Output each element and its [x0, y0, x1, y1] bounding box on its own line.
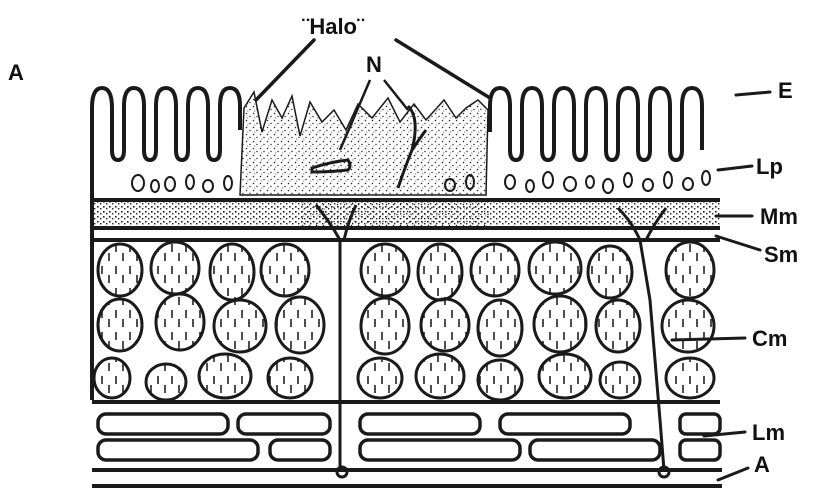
longitudinal-muscle-bundles — [98, 414, 720, 460]
layer-label-circular-muscle: Cm — [752, 326, 787, 351]
layer-label-epithelium: E — [778, 78, 793, 103]
layer-label-longitudinal-muscle: Lm — [752, 420, 785, 445]
layer-label-submucosa: Sm — [764, 242, 798, 267]
layer-label-muscularis-mucosae: Mm — [760, 204, 798, 229]
panel-label: A — [8, 60, 24, 85]
circular-muscle-cells — [94, 242, 714, 400]
muscularis-mucosae-band — [92, 200, 720, 228]
epithelium-villi-right — [490, 88, 702, 160]
layer-label-adventitia: A — [754, 452, 770, 477]
nerve-label: N — [366, 52, 382, 77]
halo-label: ¨Halo¨ — [302, 14, 365, 39]
layer-label-lamina-propria: Lp — [756, 154, 783, 179]
